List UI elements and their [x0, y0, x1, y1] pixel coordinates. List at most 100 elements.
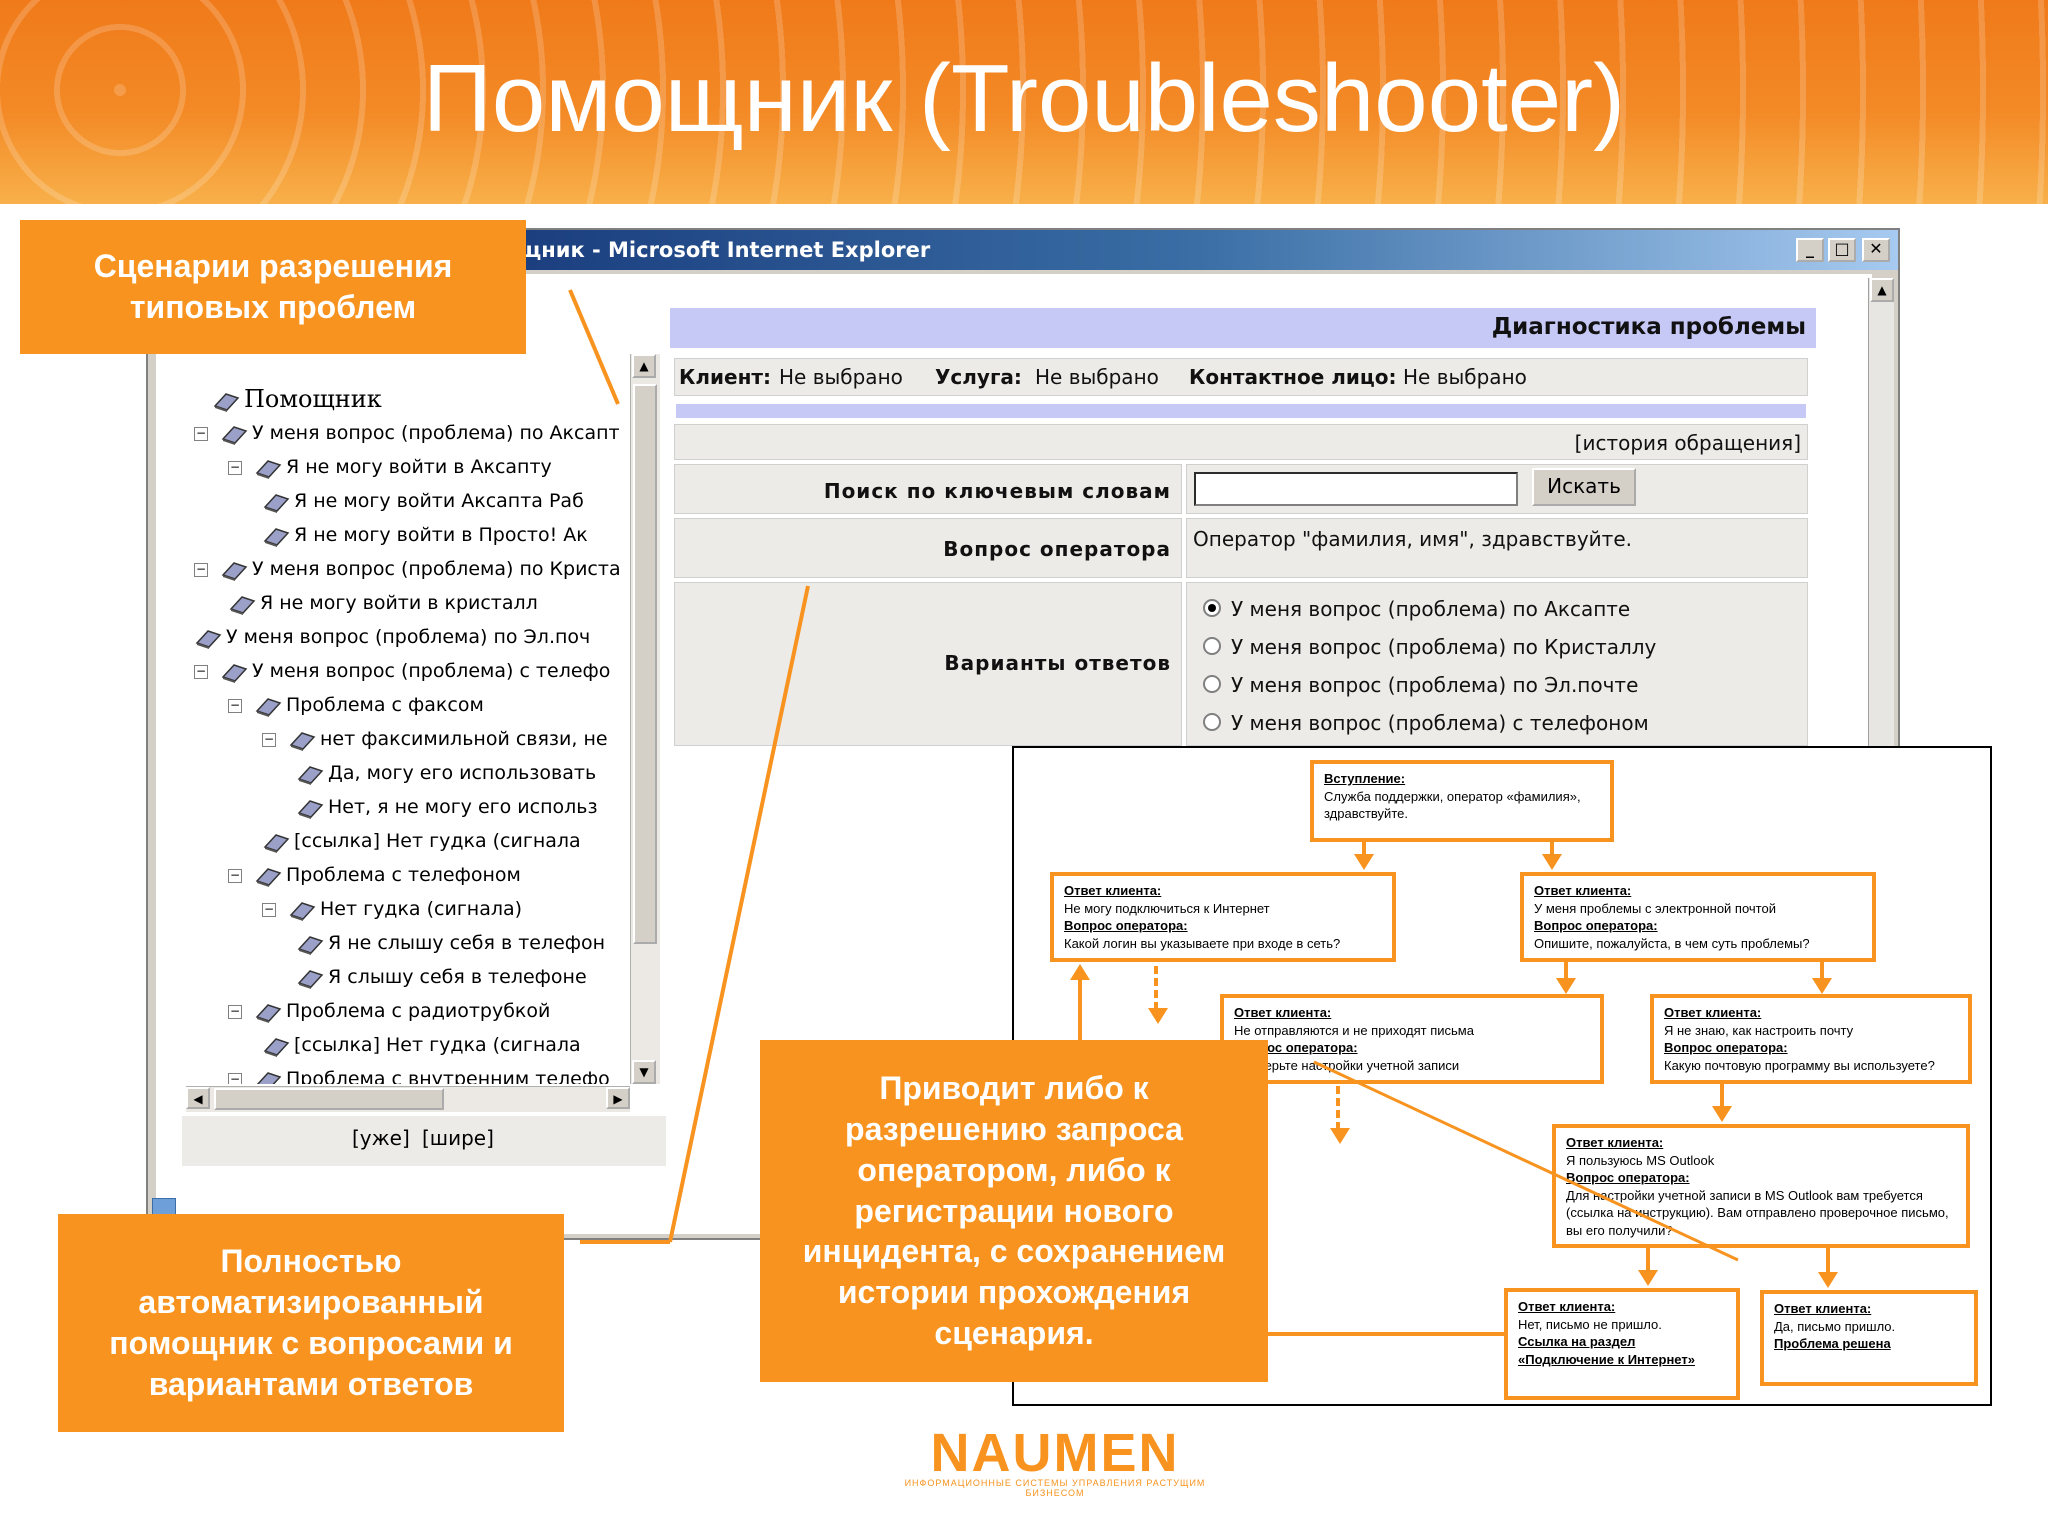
- search-input[interactable]: [1194, 472, 1518, 506]
- tree-node[interactable]: −Проблема с внутренним телефо: [228, 1066, 610, 1084]
- tree-node[interactable]: [ссылка] Нет гудка (сигнала: [262, 1032, 581, 1058]
- contact-label: Контактное лицо:: [1189, 365, 1397, 389]
- search-label-cell: Поиск по ключевым словам: [674, 464, 1182, 514]
- book-icon: [221, 425, 248, 445]
- collapse-toggle-icon[interactable]: −: [262, 731, 276, 747]
- callout-automated: Полностью автоматизированный помощник с …: [58, 1214, 564, 1432]
- collapse-toggle-icon[interactable]: −: [262, 901, 276, 917]
- flow-arrow-up-icon: [1070, 964, 1090, 980]
- answer-radio[interactable]: [1203, 675, 1221, 693]
- book-icon: [263, 1037, 290, 1057]
- history-link[interactable]: [история обращения]: [1574, 431, 1801, 455]
- tree-node-label: Я слышу себя в телефоне: [328, 966, 587, 988]
- flow-box-letters: Ответ клиента: Не отправляются и не прих…: [1220, 994, 1604, 1084]
- tree-node-label: Проблема с радиотрубкой: [286, 1000, 551, 1022]
- answer-label[interactable]: У меня вопрос (проблема) по Эл.почте: [1231, 673, 1639, 697]
- tree-node[interactable]: − Нет гудка (сигнала): [262, 896, 522, 922]
- answer-radio[interactable]: [1203, 599, 1221, 617]
- tree-horizontal-scrollbar[interactable]: ◀ ▶: [186, 1086, 630, 1112]
- tree-node[interactable]: Я не слышу себя в телефон: [296, 930, 605, 956]
- history-bar: [история обращения]: [674, 424, 1808, 460]
- scroll-up-arrow-icon[interactable]: ▲: [1870, 278, 1894, 302]
- collapse-toggle-icon[interactable]: −: [228, 697, 242, 713]
- tree-node[interactable]: Нет, я не могу его использ: [296, 794, 598, 820]
- collapse-toggle-icon[interactable]: −: [228, 1003, 242, 1019]
- collapse-toggle-icon[interactable]: −: [228, 1072, 242, 1084]
- collapse-toggle-icon[interactable]: −: [228, 867, 242, 883]
- tree-node[interactable]: Я не могу войти в кристалл: [228, 590, 538, 616]
- search-button[interactable]: Искать: [1532, 468, 1636, 506]
- tree-node[interactable]: У меня вопрос (проблема) по Эл.поч: [194, 624, 590, 650]
- tree-node-label: [ссылка] Нет гудка (сигнала: [294, 1034, 581, 1056]
- book-icon: [221, 663, 248, 683]
- collapse-toggle-icon[interactable]: −: [194, 425, 208, 441]
- book-icon: [221, 561, 248, 581]
- tree-node[interactable]: −Я не могу войти в Аксапту: [228, 454, 552, 480]
- close-button[interactable]: ✕: [1862, 238, 1890, 262]
- search-label: Поиск по ключевым словам: [823, 479, 1171, 503]
- tree-node[interactable]: Да, могу его использовать: [296, 760, 596, 786]
- flow-connector: [1820, 962, 1824, 980]
- tree-node[interactable]: Я слышу себя в телефоне: [296, 964, 587, 990]
- book-icon: [213, 392, 240, 412]
- tree-node-label: Да, могу его использовать: [328, 762, 597, 784]
- service-value: Не выбрано: [1035, 365, 1159, 389]
- flow-connector: [1826, 1248, 1830, 1274]
- banner-decoration: [0, 0, 2048, 204]
- tree-node-label: Проблема с телефоном: [286, 864, 521, 886]
- wider-link[interactable]: [шире]: [422, 1126, 494, 1150]
- book-icon: [195, 629, 222, 649]
- operator-text: Оператор "фамилия, имя", здравствуйте.: [1193, 527, 1632, 551]
- operator-text-cell: Оператор "фамилия, имя", здравствуйте.: [1186, 518, 1808, 578]
- flow-dashed-connector: [1154, 966, 1158, 1010]
- tree-node[interactable]: −Проблема с факсом: [228, 692, 484, 718]
- tree-node-label: [ссылка] Нет гудка (сигнала: [294, 830, 581, 852]
- tree-node[interactable]: [ссылка] Нет гудка (сигнала: [262, 828, 581, 854]
- minimize-button[interactable]: _: [1796, 238, 1824, 262]
- answer-radio[interactable]: [1203, 713, 1221, 731]
- callout-result: Приводит либо к разрешению запроса опера…: [760, 1040, 1268, 1382]
- flow-arrow-icon: [1330, 1128, 1350, 1144]
- collapse-toggle-icon[interactable]: −: [194, 663, 208, 679]
- tree-scroll-right-icon[interactable]: ▶: [606, 1087, 630, 1109]
- book-icon: [297, 765, 324, 785]
- tree-node[interactable]: − Проблема с телефоном: [228, 862, 521, 888]
- tree-scroll-left-icon[interactable]: ◀: [186, 1087, 210, 1109]
- tree-node[interactable]: −У меня вопрос (проблема) по Криста: [194, 556, 621, 582]
- tree-scroll-thumb[interactable]: [633, 384, 657, 944]
- flow-arrow-icon: [1148, 1008, 1168, 1024]
- flow-diagonal-connector: [1313, 1060, 1739, 1262]
- collapse-toggle-icon[interactable]: −: [194, 561, 208, 577]
- answer-label[interactable]: У меня вопрос (проблема) с телефоном: [1231, 711, 1649, 735]
- answer-radio[interactable]: [1203, 637, 1221, 655]
- tree-hscroll-thumb[interactable]: [214, 1088, 444, 1110]
- flow-arrow-icon: [1638, 1270, 1658, 1286]
- operator-label-cell: Вопрос оператора: [674, 518, 1182, 578]
- answer-label[interactable]: У меня вопрос (проблема) по Аксапте: [1231, 597, 1631, 621]
- flow-box-outlook: Ответ клиента: Я пользуюсь MS Outlook Во…: [1552, 1124, 1970, 1248]
- tree-node[interactable]: Я не могу войти Аксапта Раб: [262, 488, 584, 514]
- tree-node[interactable]: −У меня вопрос (проблема) по Аксапт: [194, 420, 620, 446]
- tree-node-label: Нет гудка (сигнала): [320, 898, 523, 920]
- maximize-button[interactable]: □: [1828, 238, 1856, 262]
- answer-label[interactable]: У меня вопрос (проблема) по Кристаллу: [1231, 635, 1657, 659]
- collapse-toggle-icon[interactable]: −: [228, 459, 242, 475]
- tree-node[interactable]: Я не могу войти в Просто! Ак: [262, 522, 588, 548]
- book-icon: [263, 833, 290, 853]
- flow-box-internet: Ответ клиента: Не могу подключиться к Ин…: [1050, 872, 1396, 962]
- narrower-link[interactable]: [уже]: [352, 1126, 410, 1150]
- contact-value: Не выбрано: [1403, 365, 1527, 389]
- tree-vertical-scrollbar[interactable]: ▲ ▼: [630, 354, 660, 1084]
- tree-root[interactable]: Помощник: [212, 386, 382, 412]
- flow-connector: [1720, 1084, 1724, 1108]
- diag-title: Диагностика проблемы: [1491, 314, 1806, 340]
- flow-connector: [1362, 842, 1366, 856]
- tree-node[interactable]: − Проблема с радиотрубкой: [228, 998, 550, 1024]
- tree-node[interactable]: −У меня вопрос (проблема) с телефо: [194, 658, 610, 684]
- book-icon: [263, 527, 290, 547]
- tree-scroll-up-icon[interactable]: ▲: [632, 354, 656, 378]
- flow-arrow-icon: [1354, 854, 1374, 870]
- answers-label-cell: Варианты ответов: [674, 582, 1182, 746]
- tree-scroll-down-icon[interactable]: ▼: [632, 1060, 656, 1084]
- tree-node[interactable]: −нет факсимильной связи, не: [262, 726, 608, 752]
